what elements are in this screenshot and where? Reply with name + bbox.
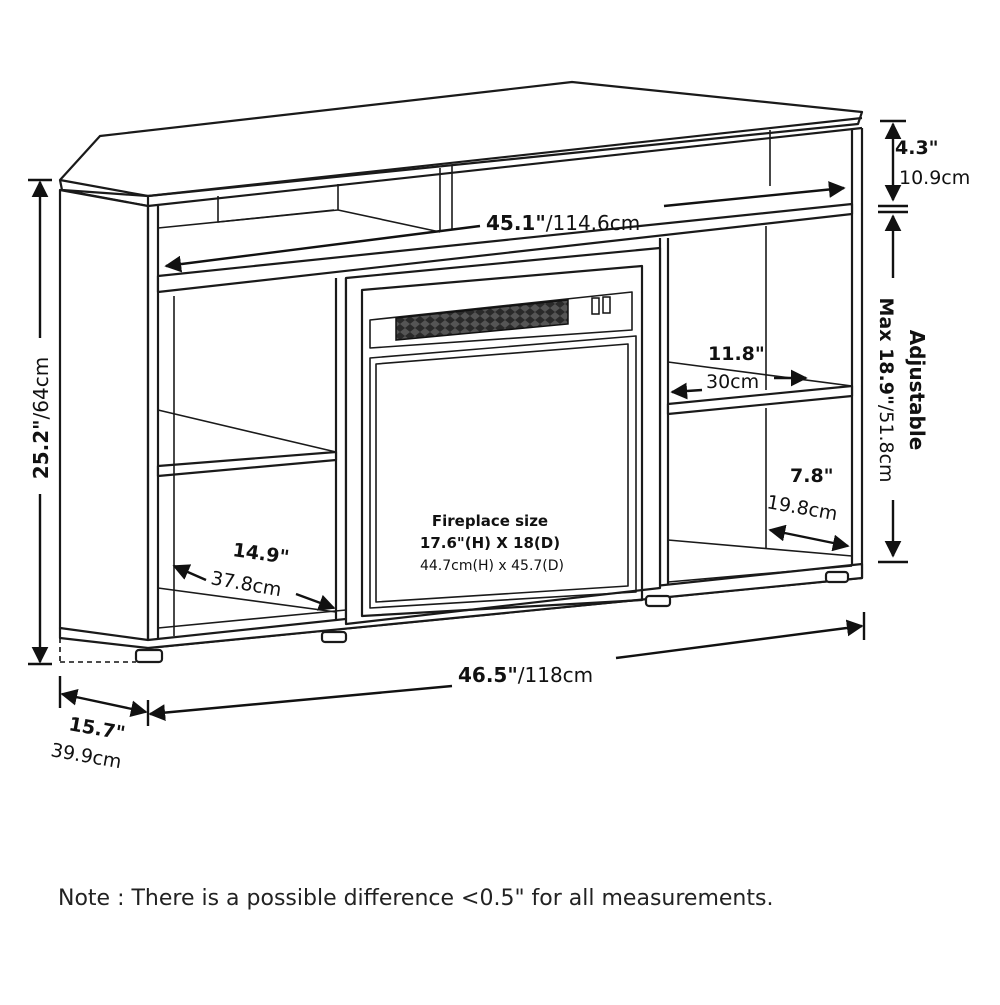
base-width-metric: /118cm: [518, 663, 593, 687]
height-metric: /64cm: [29, 357, 53, 420]
cabinet-drawing: [58, 80, 864, 664]
left-shelf: [156, 450, 338, 478]
adjustable-max-label: Max 18.9"/51.8cm: [875, 297, 897, 482]
height-imperial: 25.2": [29, 419, 53, 479]
top-width-label: 45.1"/114.6cm: [486, 211, 640, 235]
fireplace-size-imperial: 17.6"(H) X 18(D): [420, 534, 560, 552]
height-label: 25.2"/64cm: [29, 357, 53, 479]
base-width-label: 46.5"/118cm: [458, 663, 593, 687]
adjustable-label: Adjustable: [905, 330, 929, 451]
base-width-imperial: 46.5": [458, 663, 518, 687]
side-depth-imperial: 15.7": [67, 713, 127, 745]
top-width-imperial: 45.1": [486, 211, 546, 235]
right-shelf-depth-metric: 30cm: [706, 371, 759, 393]
adjustable-max-metric: /51.8cm: [875, 405, 897, 483]
fireplace-title: Fireplace size: [432, 512, 548, 530]
top-thickness-metric: 10.9cm: [899, 167, 970, 189]
heater-grille: [395, 299, 569, 341]
left-side-panel: [58, 188, 150, 650]
top-thickness-imperial: 4.3": [895, 137, 939, 159]
left-shelf-depth-imperial: 14.9": [231, 539, 290, 569]
right-lower-depth-metric: 19.8cm: [765, 491, 839, 525]
dimension-lines: [28, 119, 908, 726]
right-lower-depth-imperial: 7.8": [790, 465, 834, 487]
side-depth-metric: 39.9cm: [49, 739, 123, 773]
right-shelf-depth-imperial: 11.8": [708, 343, 765, 365]
right-shelf: [666, 384, 854, 416]
fireplace-size-metric: 44.7cm(H) x 45.7(D): [420, 558, 564, 574]
top-width-metric: /114.6cm: [546, 211, 640, 235]
adjustable-max-imperial: Max 18.9": [875, 297, 897, 404]
cabinet-top: [58, 80, 864, 198]
fireplace-insert: [344, 246, 662, 626]
measurement-note: Note : There is a possible difference <0…: [58, 886, 774, 911]
